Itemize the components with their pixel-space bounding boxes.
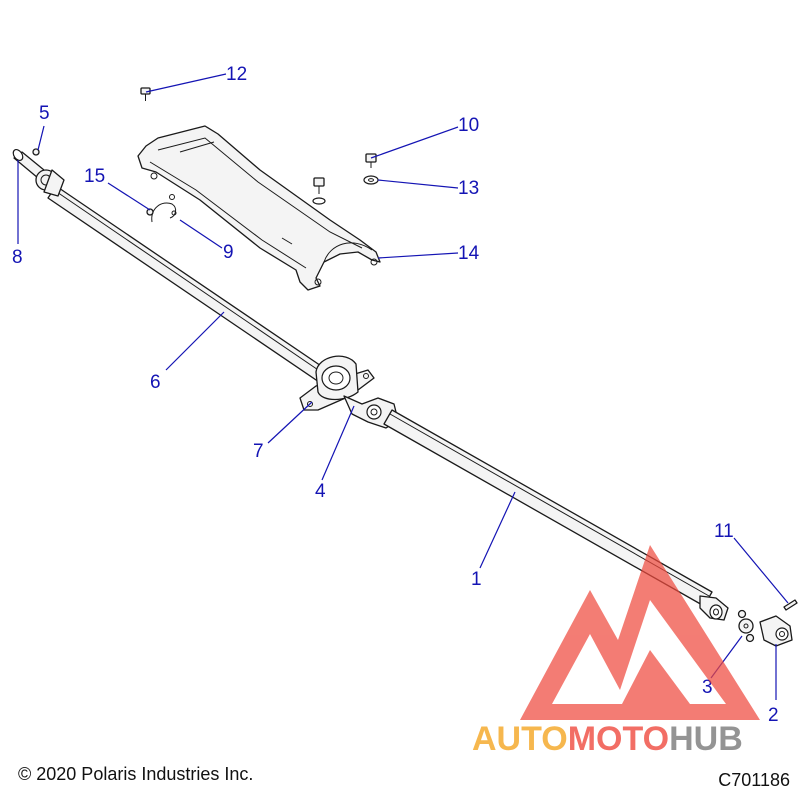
diagram-code: C701186 xyxy=(718,770,790,790)
callout-7: 7 xyxy=(253,441,264,462)
slip-yoke xyxy=(12,148,65,197)
callout-3: 3 xyxy=(702,677,713,698)
front-shaft-end xyxy=(699,595,729,621)
callout-1: 1 xyxy=(471,569,482,590)
callout-8: 8 xyxy=(12,247,23,268)
clamp-9 xyxy=(151,194,177,223)
callout-2: 2 xyxy=(768,705,779,726)
watermark-text: AUTOMOTOHUB xyxy=(472,720,743,758)
copyright-text: © 2020 Polaris Industries Inc. xyxy=(18,764,253,784)
callout-13: 13 xyxy=(458,178,479,199)
callout-5: 5 xyxy=(39,103,50,124)
yoke-2 xyxy=(759,615,793,647)
screw-12 xyxy=(140,87,151,101)
callout-10: 10 xyxy=(458,115,479,136)
callout-12: 12 xyxy=(226,64,247,85)
bolt-10 xyxy=(365,153,377,168)
callout-11: 11 xyxy=(714,521,734,542)
u-joint-3 xyxy=(737,609,755,643)
bolt-center xyxy=(312,177,326,205)
callout-15: 15 xyxy=(84,166,105,187)
callout-6: 6 xyxy=(150,372,161,393)
callout-labels: 12 10 13 14 5 8 15 9 6 7 4 1 11 3 2 xyxy=(12,64,779,726)
callout-14: 14 xyxy=(458,243,480,264)
push-rivet-15 xyxy=(146,208,154,216)
leader-lines xyxy=(17,73,789,700)
callout-9: 9 xyxy=(223,242,234,263)
watermark-inner-mark xyxy=(622,650,690,704)
grease-fitting-5 xyxy=(32,148,40,156)
watermark-triangle xyxy=(520,545,760,720)
roll-pin-11 xyxy=(783,599,798,611)
watermark-logo xyxy=(520,545,760,720)
carrier-bearing xyxy=(299,355,375,411)
washer-13 xyxy=(363,175,379,185)
driveshaft-shield xyxy=(137,125,381,291)
callout-4: 4 xyxy=(315,481,326,502)
